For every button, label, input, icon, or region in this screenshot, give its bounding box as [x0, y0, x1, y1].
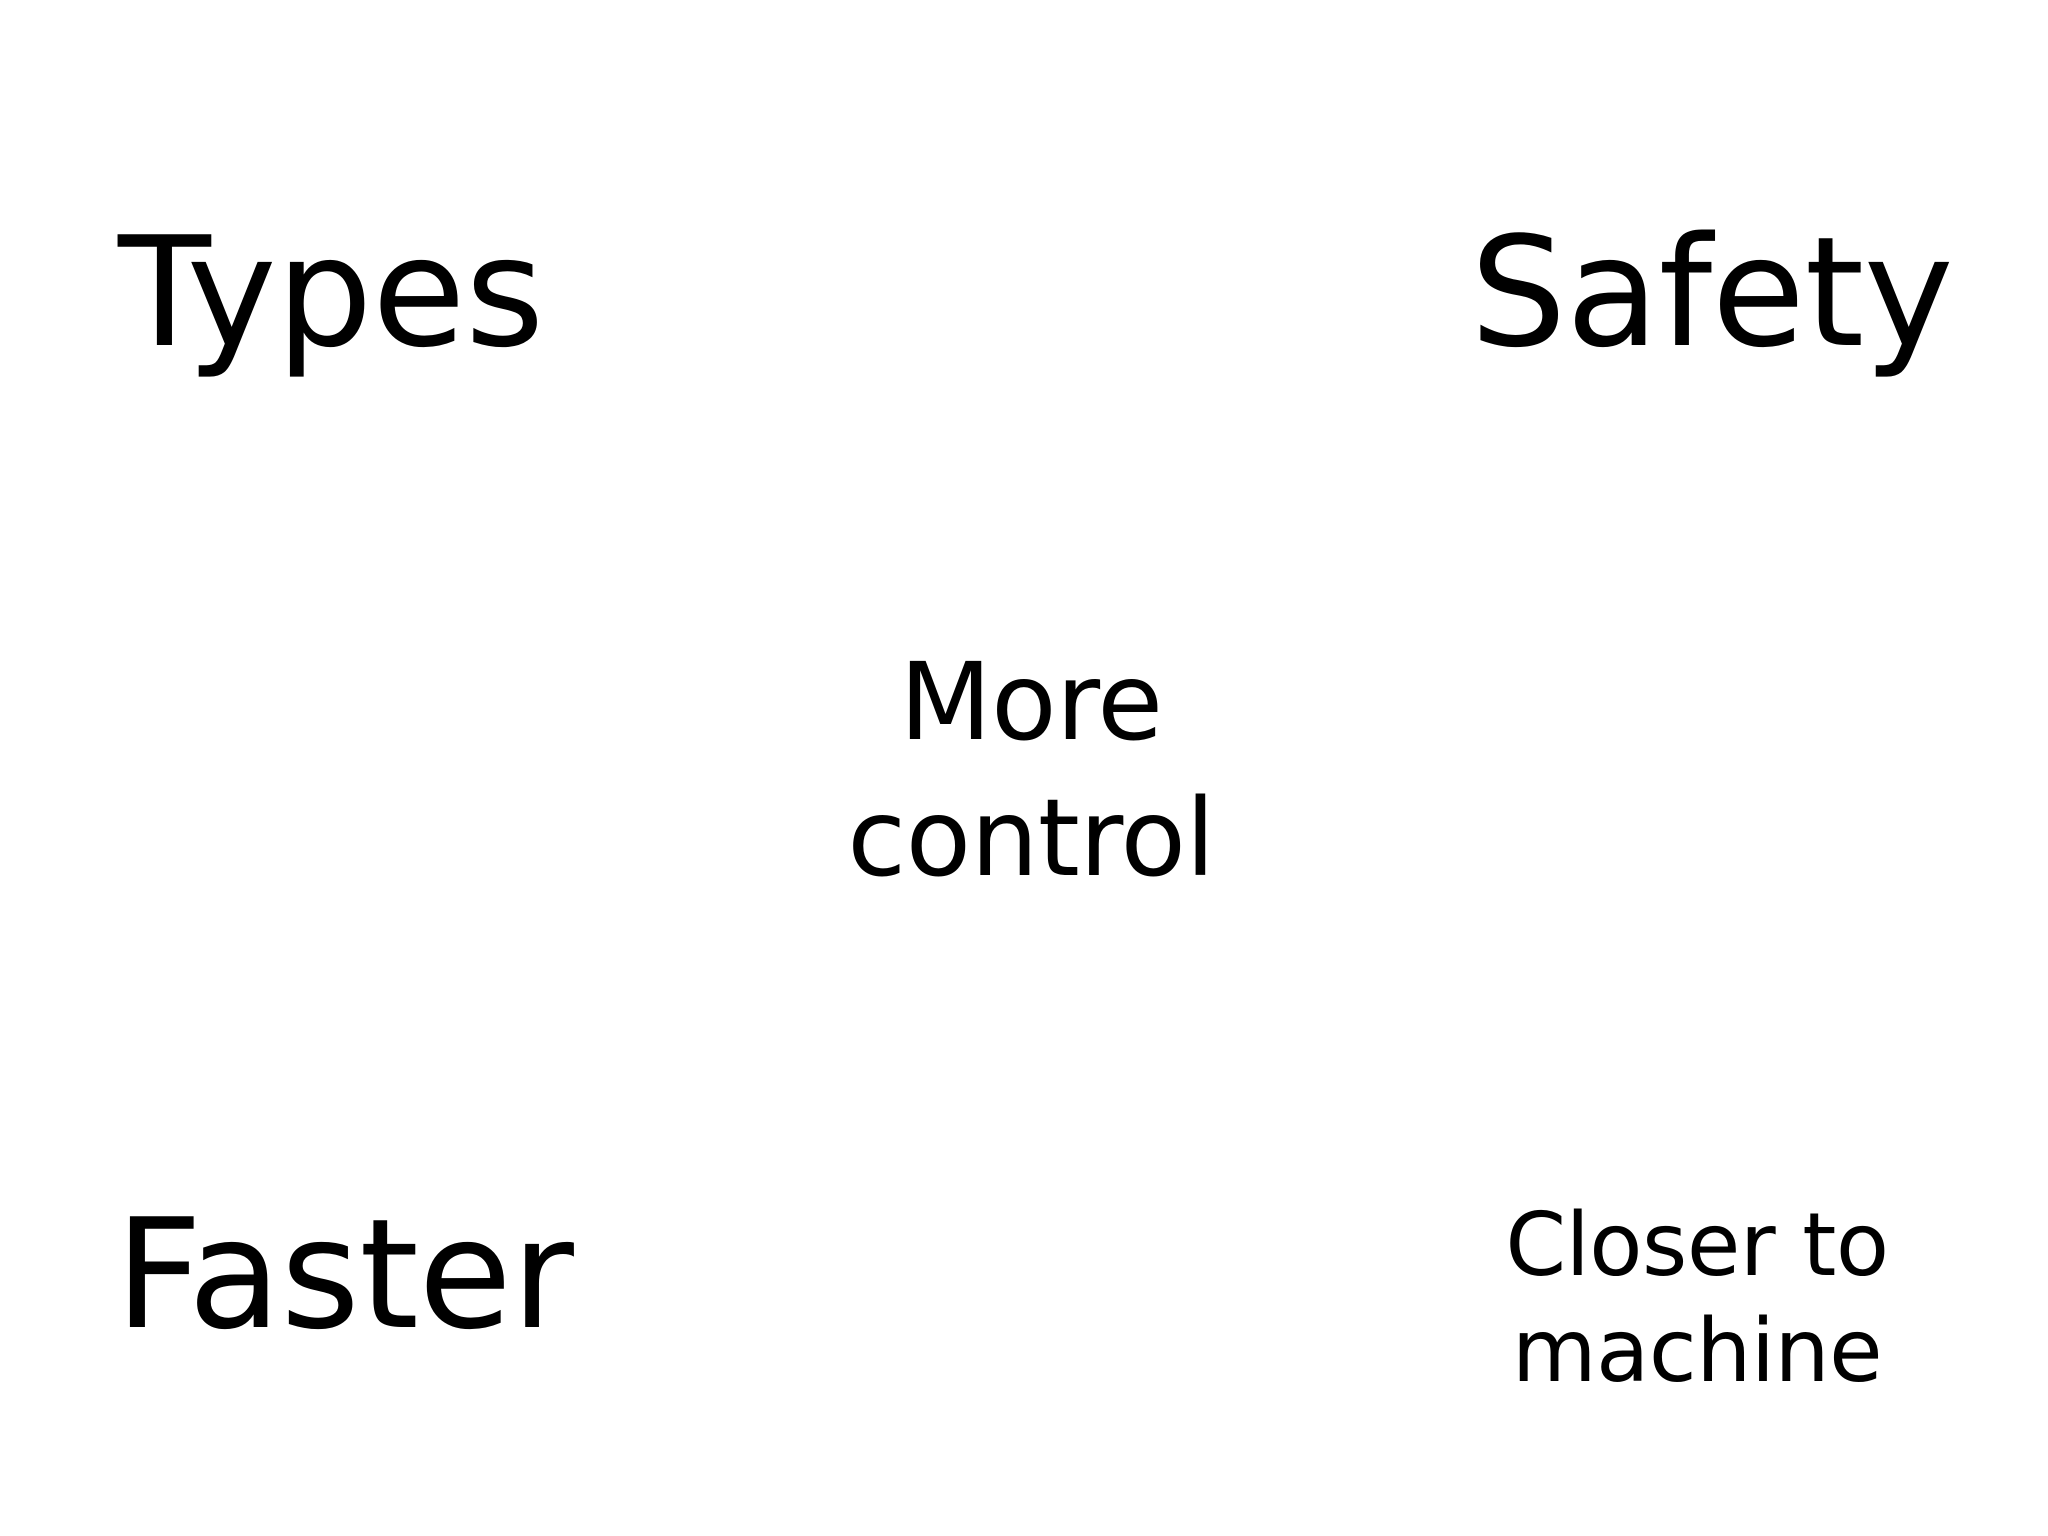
- label-closer-to-machine: Closer to machine: [1505, 1194, 1889, 1403]
- label-more-control: More control: [847, 641, 1215, 901]
- label-faster: Faster: [115, 1186, 574, 1363]
- label-types: Types: [118, 204, 544, 381]
- label-safety: Safety: [1470, 204, 1954, 381]
